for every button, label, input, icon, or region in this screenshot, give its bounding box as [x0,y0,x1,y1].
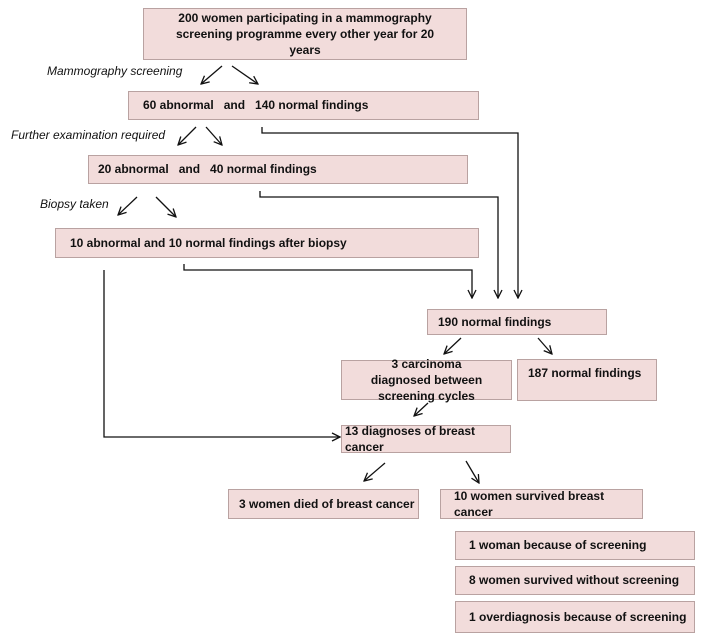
box-normal-total-text: 190 normal findings [438,314,552,329]
box-biopsy-results: 10 abnormal and 10 normal findings after… [55,228,479,258]
box-survived-screening: 1 woman because of screening [455,531,695,560]
arrow-start-left [201,65,223,84]
box-first-results: 60 abnormal and 140 normal findings [128,91,479,120]
arrow-second-left [118,196,138,215]
arrow-second-right [155,196,176,217]
box-survived: 10 women survived breast cancer [440,489,643,519]
box-survived-text: 10 women survived breast cancer [454,488,605,519]
box-cancer-total: 13 diagnoses of breast cancer [341,423,511,454]
box-second-results-text: 20 abnormal and 40 normal findings [98,162,317,177]
arrow-first-right [205,126,222,145]
box-died-text: 3 women died of breast cancer [239,496,415,511]
connector-second-normal [259,191,498,298]
connector-biopsy-normal [183,264,472,298]
box-overdiagnosis: 1 overdiagnosis because of screening [455,601,695,633]
arrow-cancer-died [364,462,386,481]
box-first-results-text: 60 abnormal and 140 normal findings [143,98,369,113]
box-cancer-total-text: 13 diagnoses of breast cancer [345,423,476,454]
box-biopsy-results-text: 10 abnormal and 10 normal findings after… [70,235,347,250]
connector-biopsy-abnormal [103,270,340,437]
box-died: 3 women died of breast cancer [228,489,419,519]
box-survived-without: 8 women survived without screening [455,566,695,595]
box-normal-final-text: 187 normal findings [528,366,642,380]
box-overdiagnosis-text: 1 overdiagnosis because of screening [469,609,687,624]
box-survived-screening-text: 1 woman because of screening [469,538,647,553]
box-interval-cancer-text: 3 carcinoma diagnosed between screening … [370,356,483,404]
box-normal-total: 190 normal findings [427,309,607,335]
box-start: 200 women participating in a mammography… [143,8,467,60]
arrow-normal-right [537,337,552,354]
arrow-start-right [231,65,258,84]
arrow-cancer-survived [465,460,479,483]
box-second-results: 20 abnormal and 40 normal findings [88,155,468,184]
arrow-first-left [178,126,197,145]
box-interval-cancer: 3 carcinoma diagnosed between screening … [341,357,512,403]
arrow-normal-left [444,337,462,354]
box-start-text: 200 women participating in a mammography… [175,10,435,58]
step-label-biopsy: Biopsy taken [40,197,109,211]
connector-first-normal [261,127,518,298]
step-label-further-examination: Further examination required [11,128,166,142]
step-label-mammography: Mammography screening [47,64,183,78]
arrow-interval-cancer [414,402,429,416]
box-survived-without-text: 8 women survived without screening [469,573,680,588]
box-normal-final: 187 normal findings [517,359,657,401]
